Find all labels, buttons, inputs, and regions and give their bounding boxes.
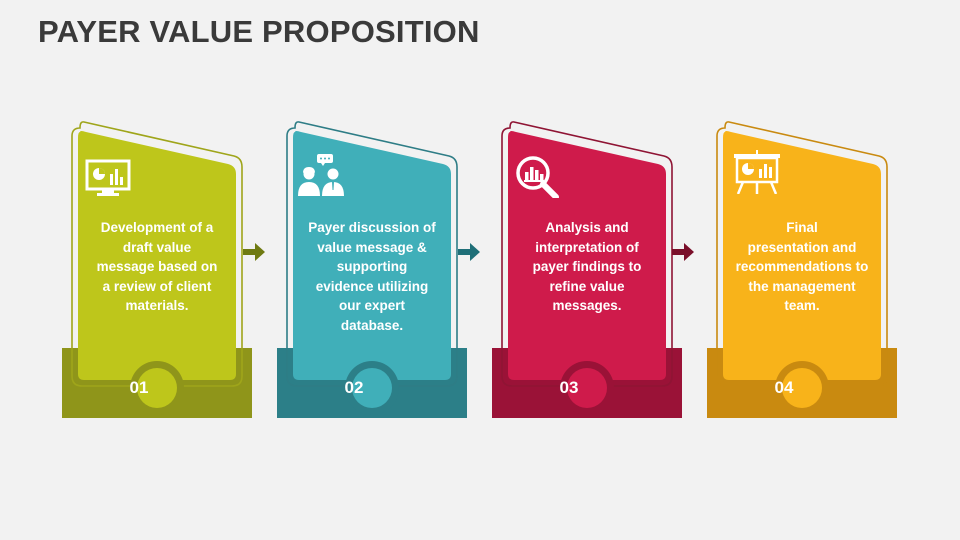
step-card-1: Development of a draft value message bas… [62,118,252,418]
step-card-2: Payer discussion of value message & supp… [277,118,467,418]
text-line: a review of client [102,278,212,294]
step-description: Final presentation and recommendations t… [735,218,869,316]
text-line: the management [748,278,856,294]
text-line: Final [786,220,818,235]
text-line: presentation and [747,239,857,255]
step-description: Development of a draft value message bas… [90,218,224,316]
page-title: PAYER VALUE PROPOSITION [38,14,480,49]
text-line: Payer discussion of [308,220,436,235]
arrow-right-icon [672,243,694,261]
text-line: value message & [317,239,427,255]
step-number: 01 [129,378,149,397]
text-line: messages. [552,298,622,313]
step-number: 03 [559,378,579,397]
text-line: team. [784,298,820,313]
magnifier-chart-icon [516,156,559,198]
easel-chart-icon [734,150,780,194]
step-description: Analysis and interpretation of payer fin… [520,218,654,316]
text-line: evidence utilizing [315,278,429,294]
step-description: Payer discussion of value message & supp… [305,218,439,335]
arrow-right-icon [243,243,265,261]
text-line: recommendations to [735,259,869,274]
text-line: interpretation of [535,239,639,255]
text-line: supporting [336,259,408,274]
text-line: message based on [96,259,218,274]
text-line: Analysis and [545,220,629,235]
presentation-chart-icon [85,159,131,196]
text-line: materials. [125,298,189,313]
text-line: payer findings to [532,259,642,274]
step-number: 04 [774,378,794,397]
step-number: 02 [344,378,364,397]
text-line: refine value [549,278,625,294]
step-card-4: Final presentation and recommendations t… [707,118,897,418]
text-line: our expert [338,298,406,313]
text-line: database. [340,317,404,333]
text-line: Development of a [100,220,214,235]
step-card-3: Analysis and interpretation of payer fin… [492,118,682,418]
text-line: draft value [122,239,192,255]
people-discussion-icon [298,154,344,196]
arrow-right-icon [458,243,480,261]
